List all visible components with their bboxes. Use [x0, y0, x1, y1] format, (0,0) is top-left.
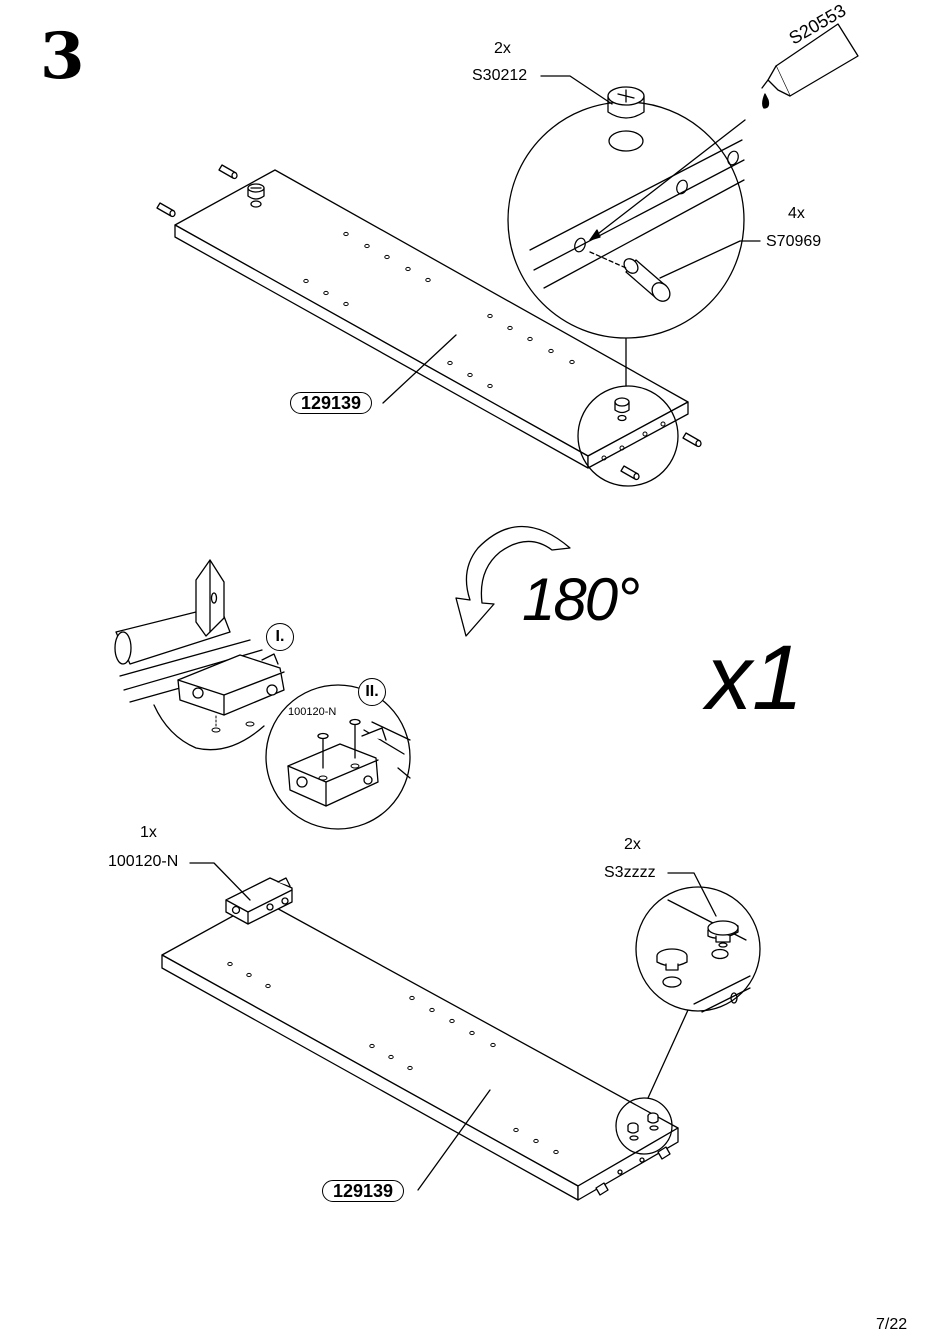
bracket-qty: 1x [140, 824, 157, 841]
zoom-dowel [623, 258, 671, 302]
bracket-label-leader [189, 862, 251, 901]
caps-qty: 2x [624, 836, 641, 853]
bottom-panel-holes [227, 961, 559, 1155]
bracket-code: 100120-N [108, 853, 179, 870]
screws [317, 718, 361, 769]
bottom-panel-drawing [161, 899, 679, 1201]
cam-fitting-top [247, 183, 265, 208]
dowels-top-right [620, 432, 702, 481]
hinge-circle-left [153, 704, 265, 751]
bottom-bracket [225, 877, 293, 925]
top-panel-label: 129139 [290, 392, 373, 414]
screw-target-holes [318, 763, 360, 781]
hinge-bracket-right [287, 727, 387, 807]
caps-code: S3zzzz [604, 864, 656, 881]
zoom-circle-small-top [577, 385, 679, 487]
step-number: 3 [40, 19, 85, 94]
glue-tube [761, 23, 859, 97]
multiplier-label: x1 [706, 627, 804, 729]
dowel-code: S70969 [766, 233, 822, 250]
dowel-label-leader [659, 240, 761, 279]
bottom-panel-label-leader [417, 1089, 491, 1191]
zoom-circle-small-bottom [615, 1097, 673, 1155]
zoom-dowel-dash [589, 251, 627, 269]
hammer [114, 559, 231, 665]
glue-arrow [589, 119, 746, 241]
zoom-edge-holes [574, 150, 739, 253]
cam-fitting-code: S30212 [472, 67, 528, 84]
hinge-bracket-left [177, 653, 285, 716]
cap-fitting-lower [656, 948, 729, 988]
dowel-qty: 4x [788, 205, 805, 222]
cap-fitting-upper [707, 920, 739, 948]
top-panel-drawing [174, 169, 689, 469]
cam-label-leader [540, 75, 613, 105]
hinge-holes-left [211, 715, 255, 733]
small-circle-cam [614, 397, 630, 422]
page-number: 7/22 [876, 1316, 908, 1333]
hinge-step-two-badge: II. [358, 678, 386, 706]
rotate-arrow [455, 526, 571, 637]
bottom-panel-cams [627, 1112, 659, 1141]
zoom-cam-fitting [607, 86, 645, 152]
zoom-circle-large-top [507, 101, 745, 339]
cam-fitting-qty: 2x [494, 40, 511, 57]
top-panel-label-leader [382, 334, 457, 404]
top-panel-holes [303, 231, 575, 389]
glue-drop [762, 93, 770, 109]
rotation-label: 180° [522, 566, 640, 633]
small-circle-edge-holes [601, 421, 666, 461]
bottom-panel-label: 129139 [322, 1180, 405, 1202]
zoom-panel-edge [529, 139, 745, 289]
dowels-top-left [156, 164, 238, 218]
bottom-zoom-leader [647, 1009, 689, 1099]
bottom-edge-dowels [595, 1146, 671, 1196]
hinge-part-code: 100120-N [288, 706, 337, 718]
hinge-step-one-badge: I. [266, 623, 294, 651]
cap-label-leader [667, 872, 717, 917]
